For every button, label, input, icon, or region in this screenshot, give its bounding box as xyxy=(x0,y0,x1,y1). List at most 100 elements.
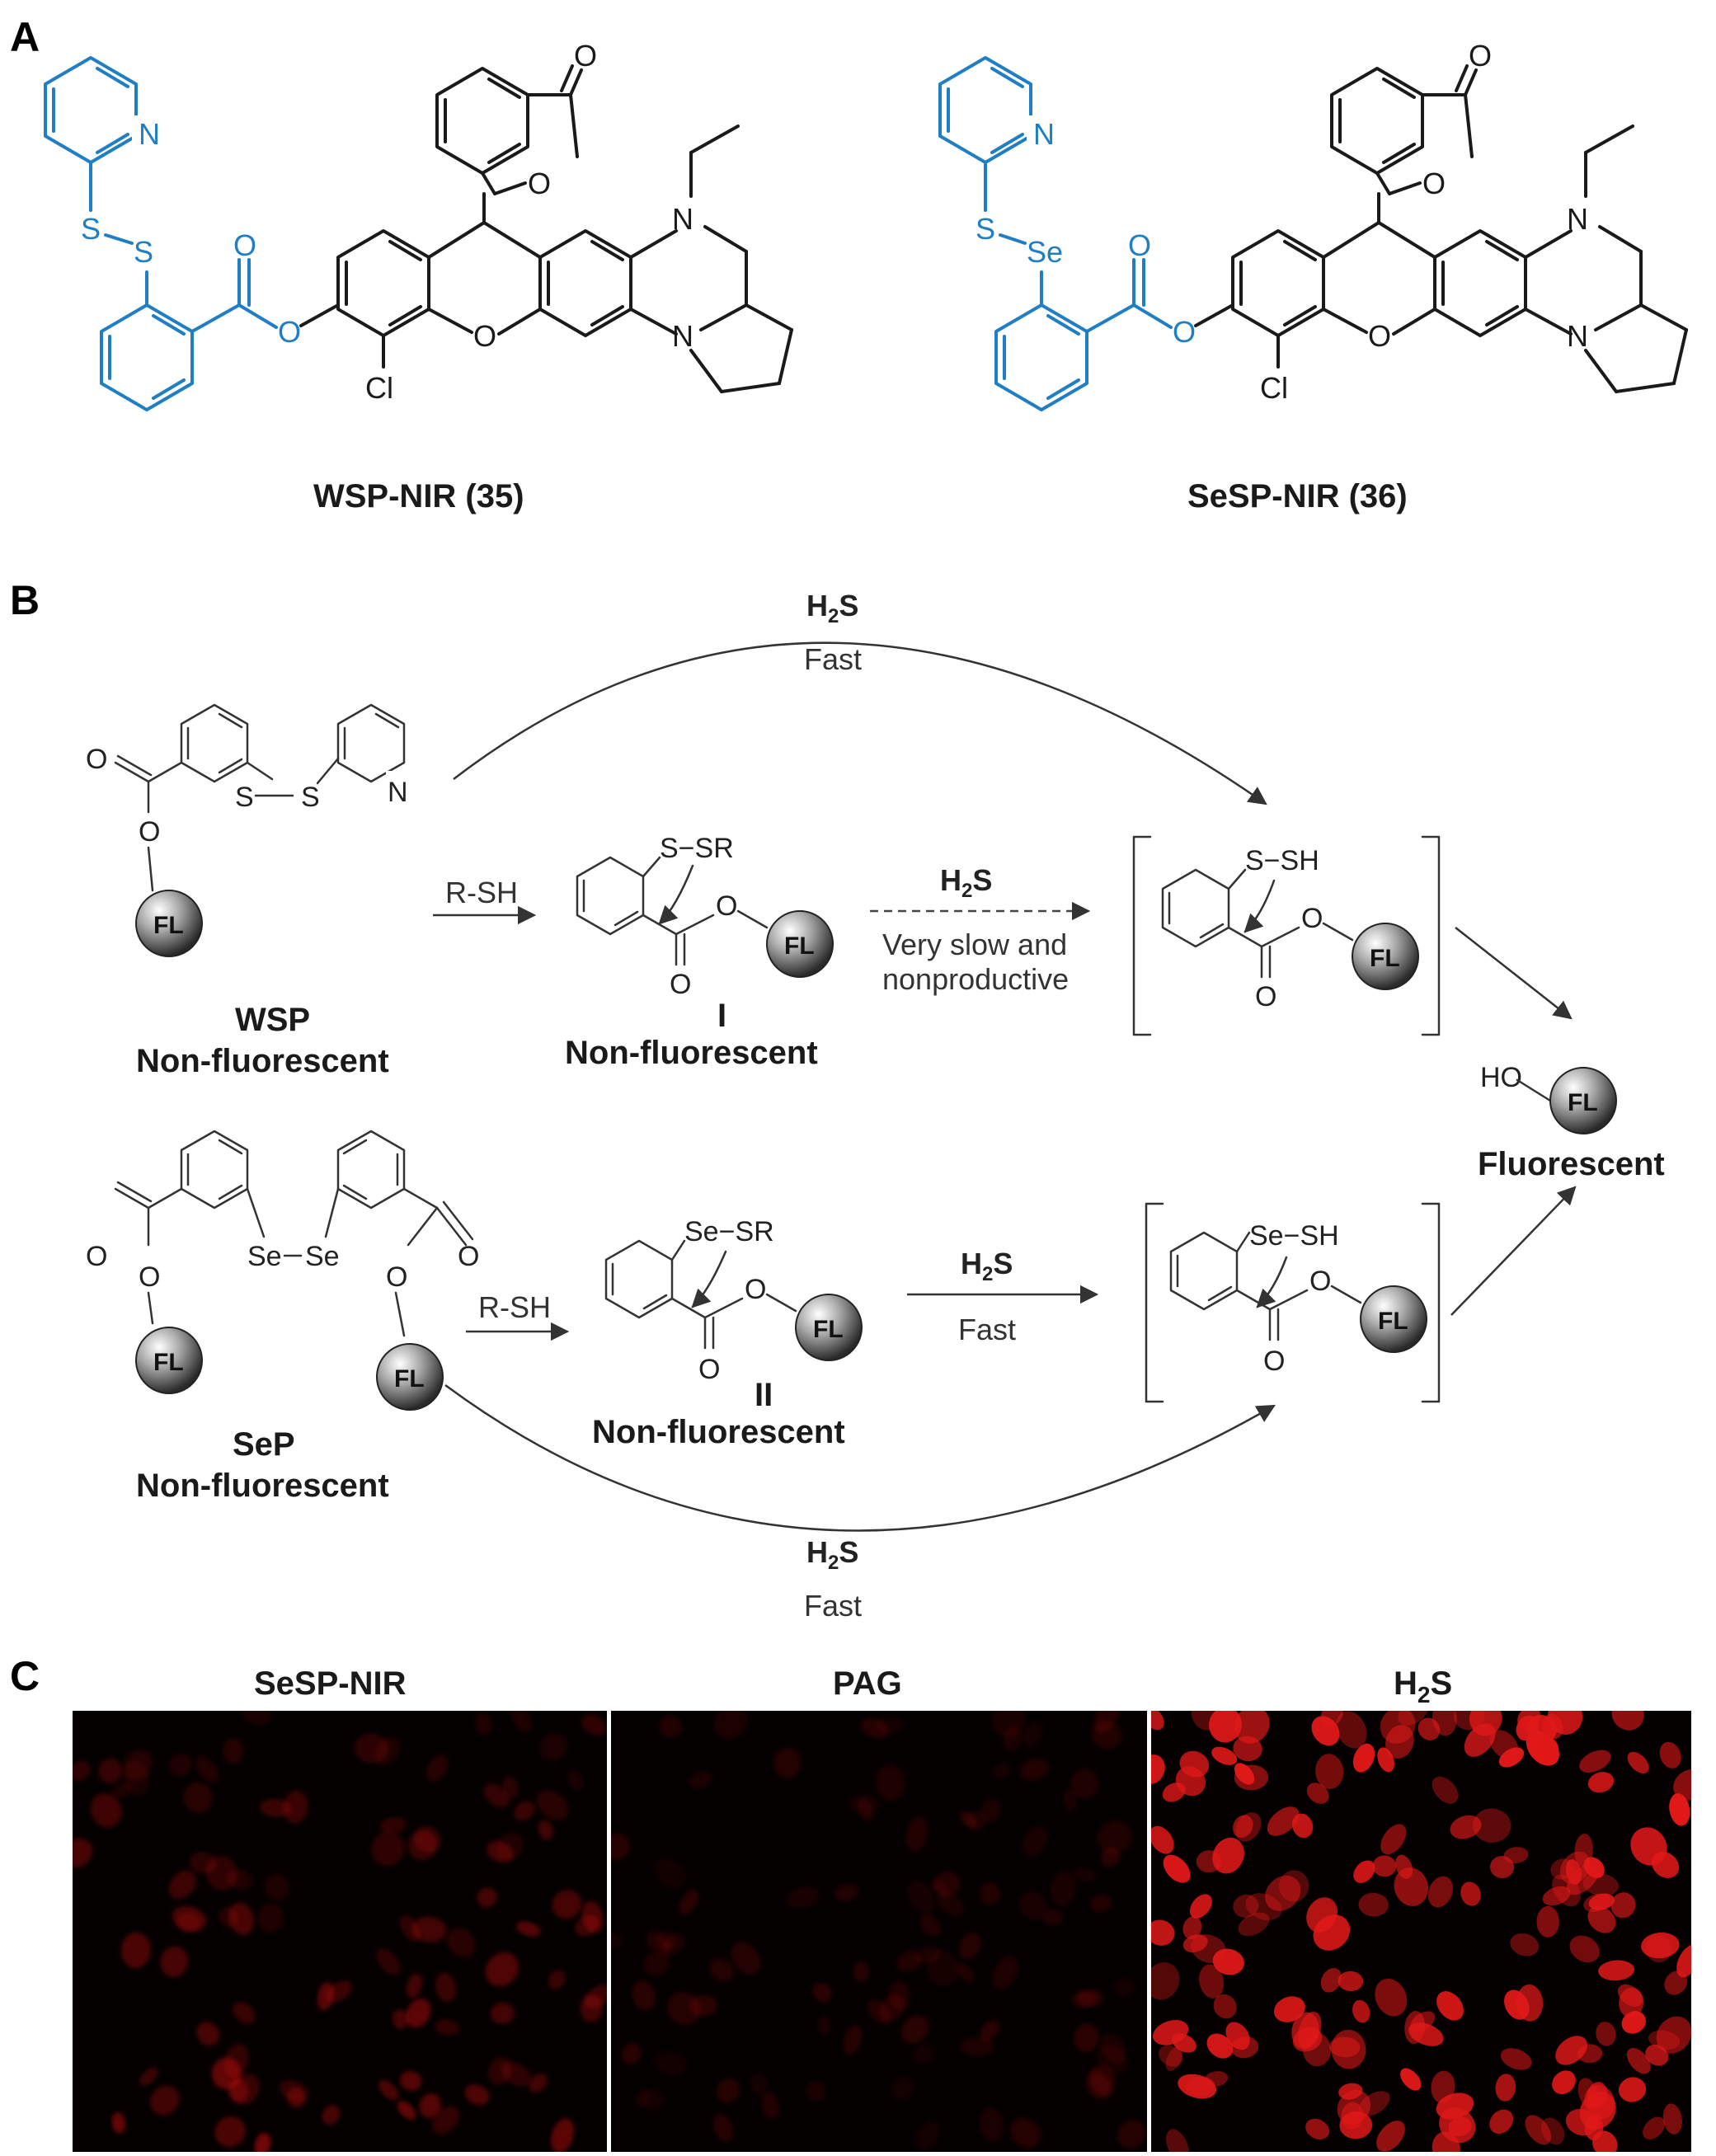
cell xyxy=(611,1833,631,1861)
cell xyxy=(490,2002,515,2024)
sesp-nir-label: SeSP-NIR (36) xyxy=(1187,478,1408,514)
sep-state: Non-fluorescent xyxy=(136,1468,389,1504)
persulfide-group: S−SH xyxy=(1245,845,1319,876)
microscopy-panel-sesp-nir xyxy=(73,1711,607,2152)
selenosulfide-bracket: Se−SH O O FL xyxy=(1145,1202,1441,1403)
cell xyxy=(120,1932,151,1969)
cell xyxy=(406,1973,423,1999)
cell xyxy=(1504,1989,1530,2020)
cell xyxy=(536,1790,569,1820)
sep-name: SeP xyxy=(233,1426,295,1463)
cell xyxy=(1023,1825,1048,1856)
cell xyxy=(516,1921,541,1937)
cell xyxy=(581,1714,607,1736)
cell xyxy=(817,2015,831,2036)
bottom-fast-label: Fast xyxy=(804,1589,862,1623)
fl-label: FL xyxy=(1370,945,1400,972)
cell xyxy=(529,2073,548,2093)
lactone-carbonyl-o: O xyxy=(1469,39,1492,73)
cell xyxy=(713,1711,749,1739)
cell xyxy=(354,1733,389,1764)
product-ho: HO xyxy=(1480,1062,1522,1093)
cell xyxy=(1234,1763,1255,1785)
cell xyxy=(1352,1999,1370,2023)
top-fast-label: Fast xyxy=(804,642,862,676)
cell xyxy=(1233,1736,1262,1762)
int1-fl-ball: FL xyxy=(766,910,834,978)
cell xyxy=(1339,2111,1373,2140)
cell xyxy=(1579,1750,1611,1773)
cell xyxy=(538,1820,553,1840)
cell xyxy=(654,1858,686,1888)
cell xyxy=(1196,1850,1222,1873)
cell xyxy=(1380,1824,1407,1855)
cell xyxy=(980,2107,1004,2142)
cell xyxy=(230,2074,261,2105)
cell xyxy=(1305,2118,1330,2140)
rsh-label-1: R-SH xyxy=(445,876,518,909)
amine-n-label-1: N xyxy=(672,202,693,236)
cell xyxy=(731,1942,761,1975)
cell xyxy=(1510,1933,1540,1956)
benzoate-ring xyxy=(994,303,1088,411)
cell xyxy=(1490,1856,1515,1879)
cell xyxy=(168,1870,197,1899)
slow-line-1: Very slow and xyxy=(882,928,1067,961)
cell xyxy=(1212,1948,1244,1975)
cell xyxy=(1151,1754,1165,1785)
cell xyxy=(843,2024,863,2055)
cell xyxy=(786,1886,820,1909)
wsp-s1: S xyxy=(235,782,254,813)
xanthene-o-label: O xyxy=(473,319,496,353)
cell xyxy=(1315,1754,1344,1789)
wsp-nir-label: WSP-NIR (35) xyxy=(313,478,524,514)
wsp-s2: S xyxy=(301,782,320,813)
cell xyxy=(233,2002,256,2024)
carbonyl-o-label: O xyxy=(233,228,256,262)
cell xyxy=(475,1713,492,1736)
cell xyxy=(419,2093,441,2118)
cell xyxy=(689,1772,712,1789)
int2-o-ester: O xyxy=(745,1274,766,1305)
fl-label: FL xyxy=(153,912,184,939)
cell xyxy=(1273,1996,1305,2022)
fl-label: FL xyxy=(394,1365,425,1393)
cell xyxy=(1645,1935,1671,1963)
cell xyxy=(896,1951,921,1972)
cell xyxy=(1574,1834,1593,1867)
cell xyxy=(223,1738,244,1764)
cell xyxy=(1592,2130,1618,2152)
cell xyxy=(435,1972,457,2003)
cell xyxy=(447,1928,476,1957)
cell xyxy=(717,2078,740,2103)
sep-carbonyl-o-2: O xyxy=(458,1241,479,1272)
int1-name: I xyxy=(717,998,726,1034)
to-product-arrow-2 xyxy=(1450,1186,1577,1316)
cell xyxy=(98,1758,123,1784)
cell xyxy=(1233,1894,1259,1918)
lactone-o: O xyxy=(528,167,551,200)
cell xyxy=(1627,1751,1649,1773)
cell xyxy=(73,1760,91,1782)
cell xyxy=(1432,2131,1460,2152)
cell xyxy=(1626,2047,1651,2074)
persulfide-o-ester: O xyxy=(1301,903,1323,934)
cell xyxy=(1291,1813,1314,1839)
cell xyxy=(1643,2116,1666,2140)
cell xyxy=(1074,2023,1099,2053)
rsh-label-2: R-SH xyxy=(478,1290,551,1324)
ester-o-label: O xyxy=(278,315,301,349)
cell xyxy=(980,1798,1001,1823)
sep-ester-o-2: O xyxy=(386,1261,407,1293)
cell xyxy=(1460,1881,1481,1906)
cell xyxy=(242,1711,272,1726)
cell xyxy=(149,2085,180,2116)
cell xyxy=(1569,1935,1600,1963)
cell xyxy=(907,1881,936,1913)
cell xyxy=(1432,1776,1459,1804)
cell xyxy=(874,1716,904,1734)
pyridine-ring: N xyxy=(938,56,1060,164)
wsp-fl-ball: FL xyxy=(135,890,203,957)
fast-h2s-label: H2S xyxy=(961,1247,1013,1285)
